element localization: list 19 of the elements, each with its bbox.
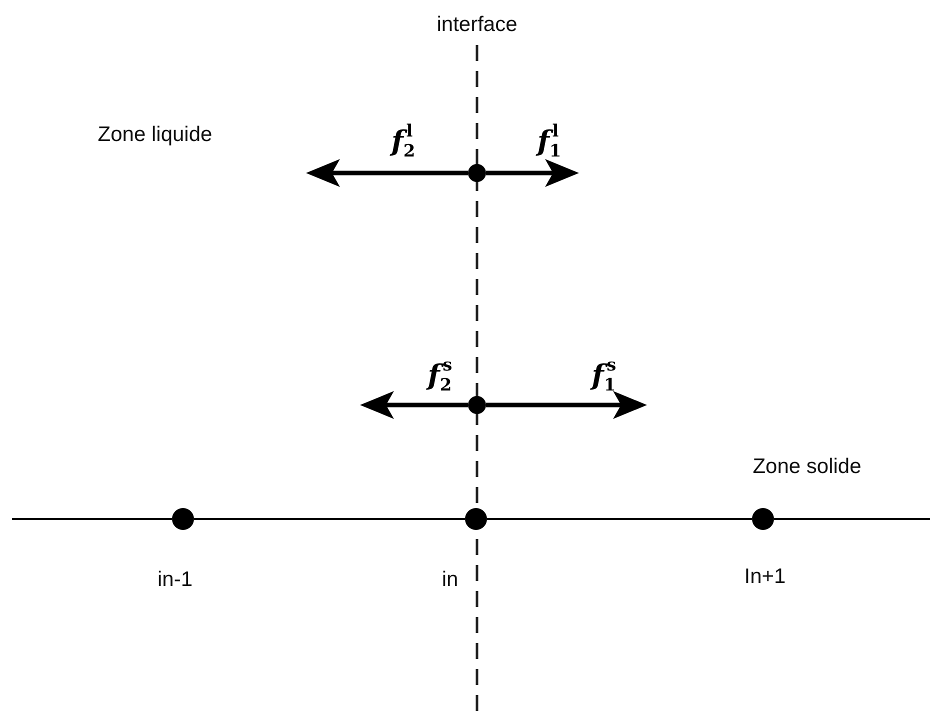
point-dot — [468, 164, 486, 182]
zone-label: Zone liquide — [98, 123, 212, 147]
axis-line — [194, 518, 465, 520]
point-dot — [172, 508, 194, 530]
point-dot — [468, 396, 486, 414]
point-label: In+1 — [744, 565, 786, 589]
arrow — [486, 159, 579, 187]
point-label: in — [442, 568, 458, 592]
point-dot — [752, 508, 774, 530]
point-dot — [465, 508, 487, 530]
axis-line — [774, 518, 930, 520]
arrow — [486, 391, 647, 419]
arrow — [306, 159, 468, 187]
arrow — [360, 391, 468, 419]
interface-label: interface — [436, 13, 518, 37]
axis-line — [12, 518, 172, 520]
zone-label: Zone solide — [752, 455, 862, 479]
axis-line — [487, 518, 752, 520]
point-label: in-1 — [157, 568, 193, 592]
